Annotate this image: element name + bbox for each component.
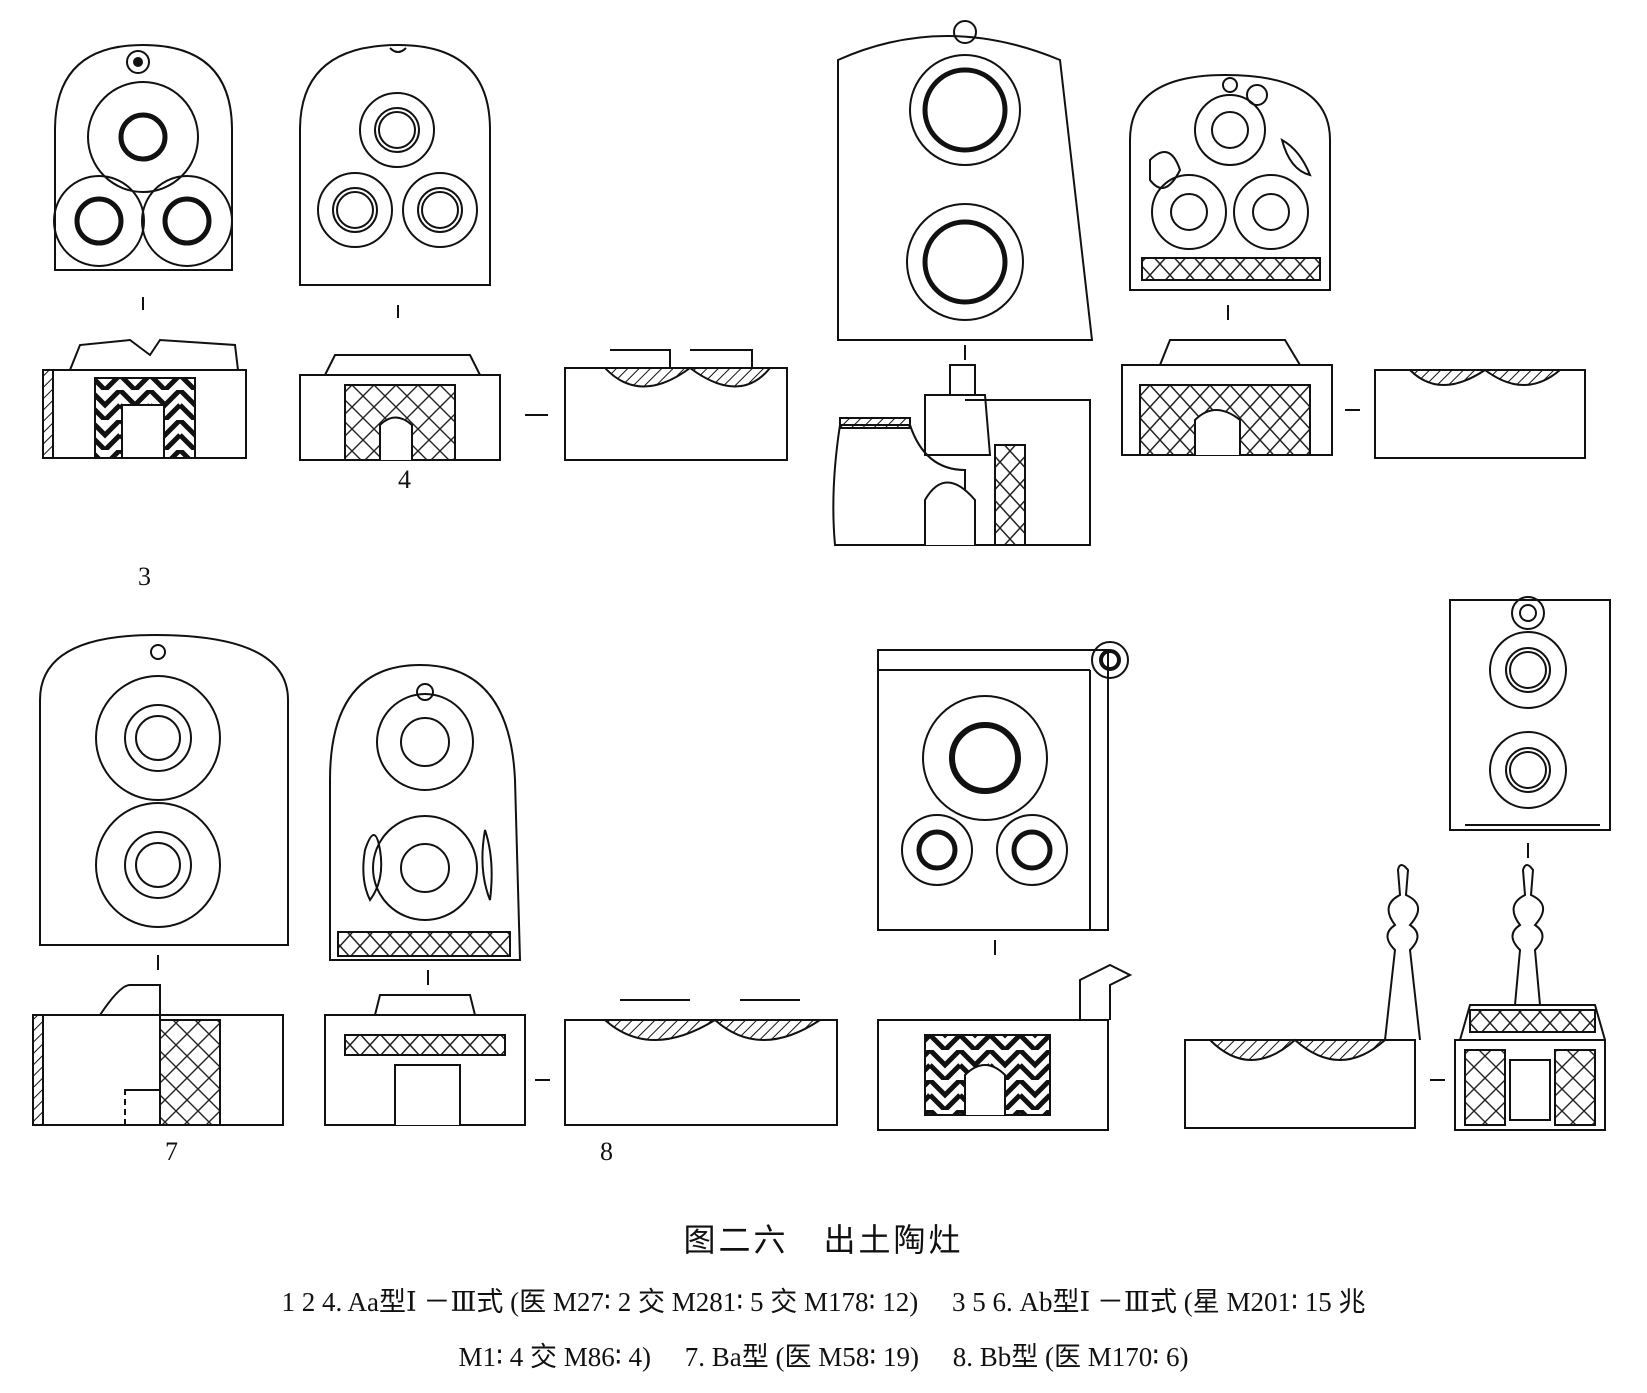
stove-3-top-plan xyxy=(837,35,1094,341)
figure-title: 图二六 出土陶灶 xyxy=(683,1221,964,1259)
figure-caption-line-1: 1 2 4. Aa型Ⅰ －Ⅲ式 (医 M27∶ 2 交 M281∶ 5 交 M1… xyxy=(281,1287,1366,1317)
stove-4-top-plan xyxy=(1129,73,1331,291)
stove-7-front-view xyxy=(877,1019,1109,1131)
stove-6 xyxy=(324,663,838,1126)
stove-8-front-view xyxy=(1454,1039,1606,1131)
figure-number-labels: 1 2 3 4 5 6 7 8 xyxy=(138,465,613,1166)
stove-8-top-plan xyxy=(1449,599,1611,831)
stove-4 xyxy=(1121,73,1586,459)
stove-8-chimney xyxy=(1384,864,1421,1041)
stove-8-section xyxy=(1184,1039,1416,1129)
stove-6-top-plan xyxy=(329,663,522,961)
stove-1-top-plan xyxy=(54,43,233,271)
figure-number-8: 8 xyxy=(600,1137,613,1166)
stove-7-top-plan xyxy=(877,649,1109,931)
stove-2-top-plan xyxy=(299,43,491,286)
stove-2 xyxy=(299,43,788,461)
stove-8 xyxy=(1184,596,1611,1131)
stove-6-section xyxy=(564,1019,838,1126)
figure-number-7: 7 xyxy=(165,1137,178,1166)
figure-number-4: 4 xyxy=(398,465,411,494)
stove-7 xyxy=(877,641,1133,1131)
stove-1 xyxy=(42,43,247,459)
stove-5-section xyxy=(32,1014,284,1126)
stove-5 xyxy=(32,633,289,1126)
figure-number-3: 3 xyxy=(138,562,151,591)
stove-4-section xyxy=(1374,369,1586,459)
pottery-stove-plate: 1 2 3 4 5 6 7 8 xyxy=(32,20,1611,1166)
stove-3 xyxy=(832,20,1094,546)
figure-caption-line-2: M1∶ 4 交 M86∶ 4) 7. Ba型 (医 M58∶ 19) 8. Bb… xyxy=(458,1342,1189,1372)
stove-5-top-plan xyxy=(39,633,289,946)
